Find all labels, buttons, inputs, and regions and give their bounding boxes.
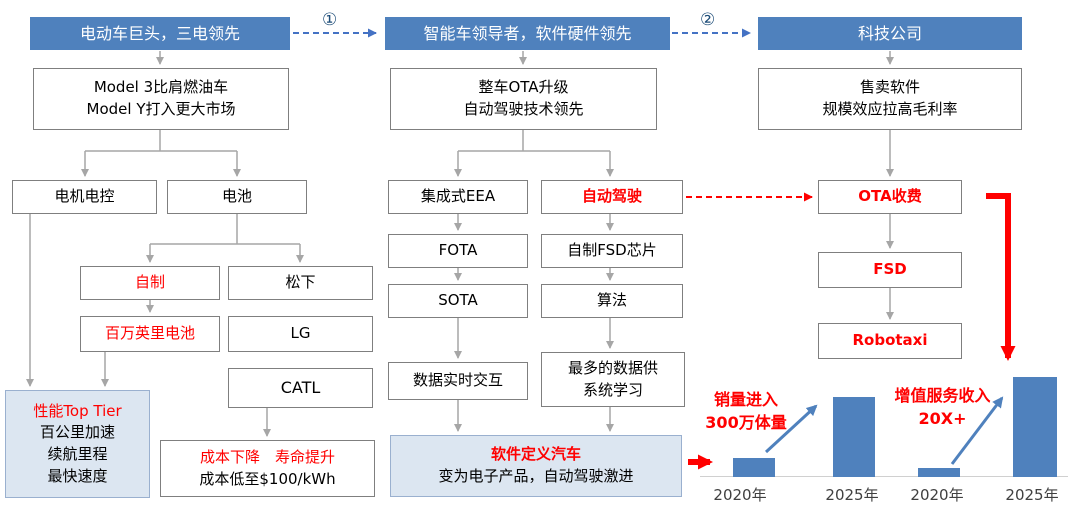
- fsd-chip-box: 自制FSD芯片: [541, 234, 683, 268]
- integrated-eea-box: 集成式EEA: [388, 180, 528, 214]
- robotaxi-box: Robotaxi: [818, 323, 962, 359]
- battery-box: 电池: [167, 180, 307, 214]
- cost-box: 成本下降 寿命提升 成本低至$100/kWh: [160, 440, 375, 497]
- data-learning-box: 最多的数据供 系统学习: [541, 352, 685, 407]
- chart-baseline: [700, 476, 1068, 477]
- software-car-title: 软件定义汽车: [490, 445, 581, 464]
- x-label-sales-2020: 2020年: [713, 486, 767, 504]
- panasonic-box: 松下: [228, 266, 373, 300]
- software-car-detail: 变为电子产品，自动驾驶激进: [438, 467, 634, 485]
- cost-detail: 成本低至$100/kWh: [199, 469, 336, 488]
- performance-box: 性能Top Tier 百公里加速 续航里程 最快速度: [5, 390, 150, 498]
- software-defined-car-box: 软件定义汽车 变为电子产品，自动驾驶激进: [390, 435, 682, 497]
- step2-label: ②: [700, 10, 716, 30]
- sell-software-box: 售卖软件 规模效应拉高毛利率: [758, 68, 1022, 130]
- x-label-service-2020: 2020年: [910, 486, 964, 504]
- step1-label: ①: [322, 10, 338, 30]
- service-revenue-note: 增值服务收入 20X+: [894, 386, 991, 429]
- ota-fee-box: OTA收费: [818, 180, 962, 214]
- x-label-sales-2025: 2025年: [825, 486, 879, 504]
- lg-box: LG: [228, 316, 373, 352]
- fota-box: FOTA: [388, 234, 528, 268]
- fsd-box: FSD: [818, 252, 962, 288]
- bar-sales-2020: [733, 458, 775, 477]
- algorithm-box: 算法: [541, 284, 683, 318]
- stage3-header: 科技公司: [758, 17, 1022, 50]
- stage2-header: 智能车领导者，软件硬件领先: [385, 17, 670, 50]
- motor-control-box: 电机电控: [12, 180, 157, 214]
- model-strategy-box: Model 3比肩燃油车 Model Y打入更大市场: [33, 68, 289, 130]
- x-label-service-2025: 2025年: [1005, 486, 1059, 504]
- bar-service-2020: [918, 468, 960, 477]
- self-made-box: 自制: [80, 266, 220, 300]
- catl-box: CATL: [228, 368, 373, 408]
- realtime-data-box: 数据实时交互: [388, 362, 528, 400]
- autopilot-box: 自动驾驶: [541, 180, 683, 214]
- cost-title: 成本下降 寿命提升: [199, 447, 335, 466]
- performance-title: 性能Top Tier: [33, 401, 122, 420]
- ota-upgrade-box: 整车OTA升级 自动驾驶技术领先: [390, 68, 657, 130]
- sales-growth-note: 销量进入 300万体量: [705, 390, 787, 433]
- million-mile-battery-box: 百万英里电池: [80, 316, 220, 352]
- bar-service-2025: [1013, 377, 1057, 477]
- performance-items: 百公里加速 续航里程 最快速度: [39, 423, 115, 485]
- sota-box: SOTA: [388, 284, 528, 318]
- stage1-header: 电动车巨头，三电领先: [30, 17, 290, 50]
- bar-sales-2025: [833, 397, 875, 477]
